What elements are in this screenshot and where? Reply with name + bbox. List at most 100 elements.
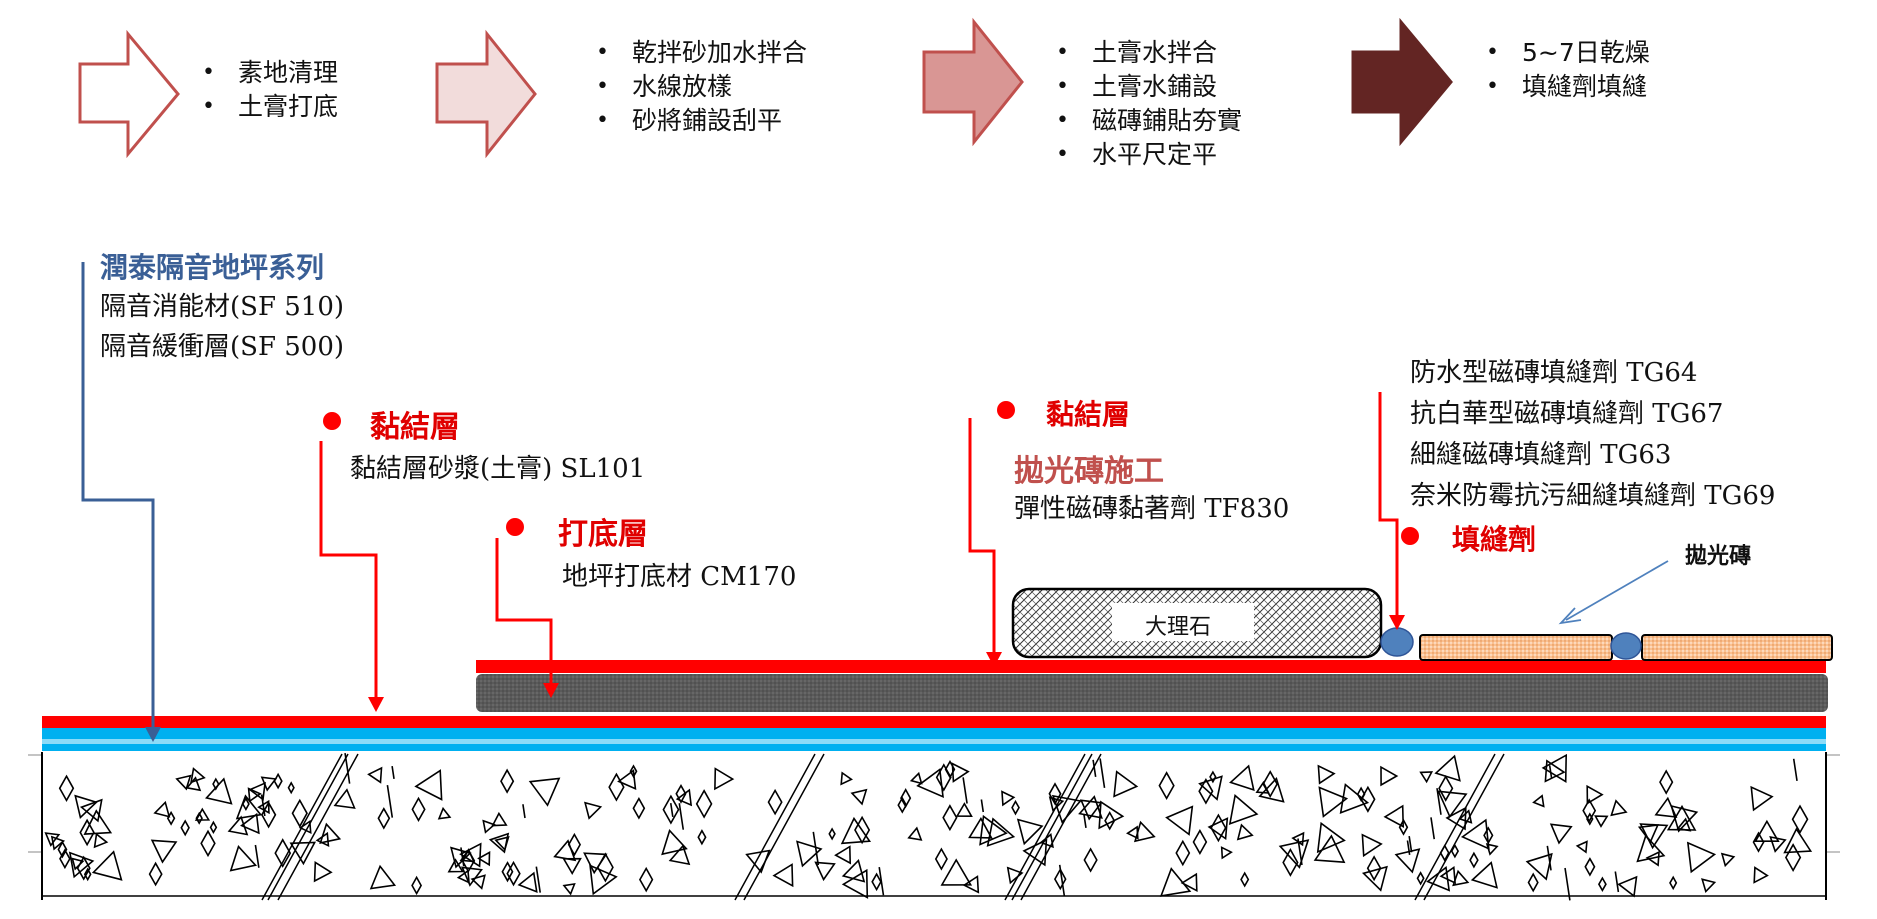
aggregate-stone — [83, 867, 92, 882]
process-step-item: 素地清理 — [196, 56, 338, 90]
aggregate-stone — [1001, 790, 1016, 807]
aggregate-stone — [1180, 872, 1198, 893]
process-step-item: 填縫劑填縫 — [1480, 70, 1650, 104]
primer-product: 地坪打底材 CM170 — [562, 562, 797, 592]
aggregate-stone — [1380, 765, 1399, 787]
aggregate-stone — [1317, 764, 1336, 785]
aggregate-stone — [1437, 790, 1468, 819]
aggregate-stone — [494, 835, 510, 852]
aggregate-stone — [79, 798, 103, 823]
aggregate-stone — [1654, 796, 1678, 818]
aggregate-stone — [456, 869, 470, 884]
process-step-2-list: 乾拌砂加水拌合 水線放樣 砂將鋪設刮平 — [590, 36, 807, 138]
aggregate-stone — [850, 788, 868, 806]
aggregate-stone — [1670, 804, 1699, 833]
aggregate-stone — [1228, 793, 1259, 826]
aggregate-stone — [93, 832, 109, 849]
aggregate-stone — [675, 788, 693, 807]
aggregate-stone — [979, 814, 1008, 846]
aggregate-chip — [1564, 867, 1571, 901]
aggregate-stone — [1383, 804, 1405, 828]
bond-layer-bottom — [42, 716, 1826, 728]
aggregate-chip — [1406, 840, 1411, 856]
aggregate-stone — [1113, 770, 1139, 798]
aggregate-stone — [1527, 872, 1539, 893]
grout-product-3: 細縫磁磚填縫劑 TG63 — [1410, 440, 1672, 470]
aggregate-stone — [477, 851, 491, 867]
aggregate-stone — [240, 812, 260, 835]
aggregate-stone — [459, 842, 482, 868]
aggregate-stone — [909, 771, 923, 785]
aggregate-stone — [313, 860, 333, 883]
aggregate-stone — [562, 857, 582, 876]
aggregate-stone — [1470, 861, 1498, 889]
aggregate-stone — [411, 796, 426, 823]
grout-leader-line — [1378, 392, 1399, 624]
aggregate-stone — [1720, 852, 1736, 868]
aggregate-stone — [1258, 776, 1285, 803]
aggregate-stone — [1586, 784, 1604, 805]
aggregate-stone — [209, 820, 218, 835]
aggregate-stone — [567, 832, 582, 857]
aggregate-stone — [1445, 806, 1467, 831]
process-step-item: 土膏水鋪設 — [1050, 70, 1242, 104]
aggregate-stone — [962, 875, 980, 894]
aggregate-stone — [1541, 753, 1568, 784]
aggregate-stone — [315, 831, 330, 848]
aggregate-stone — [1198, 775, 1223, 801]
aggregate-stone — [1316, 821, 1346, 854]
aggregate-stone — [274, 838, 292, 868]
process-step-item: 乾拌砂加水拌合 — [590, 36, 807, 70]
aggregate-stone — [1016, 818, 1044, 846]
aggregate-chip — [980, 799, 985, 813]
bond-layer-top — [476, 660, 1826, 673]
primer-dot — [506, 518, 524, 536]
aggregate-stone — [1597, 876, 1607, 893]
sound-insulation-mesh — [42, 739, 1826, 744]
bond2-title: 黏結層 — [1046, 398, 1131, 431]
aggregate-stone — [411, 875, 423, 896]
aggregate-stone — [1544, 759, 1566, 783]
aggregate-stone — [662, 794, 680, 825]
aggregate-stone — [1791, 804, 1809, 835]
aggregate-stone — [1394, 848, 1421, 874]
aggregate-chip — [344, 752, 351, 784]
tile-adhesive-product: 彈性磁磚黏著劑 TF830 — [1014, 494, 1290, 524]
aggregate-stone — [298, 819, 312, 835]
aggregate-stone — [1210, 813, 1227, 843]
polished-tile — [1641, 634, 1833, 661]
aggregate-stone — [617, 769, 637, 790]
aggregate-stone — [1438, 774, 1454, 802]
aggregate-stone — [500, 768, 515, 794]
aggregate-stone — [482, 819, 496, 834]
aggregate-stone — [1784, 843, 1802, 873]
aggregate-stone — [150, 839, 178, 864]
aggregate-stone — [58, 774, 75, 803]
aggregate-stone — [1313, 834, 1346, 864]
bond2-dot — [997, 401, 1015, 419]
process-step-item: 土膏打底 — [196, 90, 338, 124]
aggregate-stone — [333, 788, 356, 809]
aggregate-chip — [1099, 758, 1106, 788]
aggregate-stone — [248, 781, 266, 801]
aggregate-stone — [661, 829, 688, 856]
aggregate-stone — [841, 868, 869, 899]
aggregate-stone — [1158, 771, 1175, 801]
aggregate-stone — [1229, 764, 1255, 792]
aggregate-stone — [1236, 823, 1254, 841]
process-step-item: 水平尺定平 — [1050, 138, 1242, 172]
aggregate-stone — [1416, 871, 1425, 886]
grout-dot — [1401, 527, 1419, 545]
process-step-3-list: 土膏水拌合 土膏水鋪設 磁磚鋪貼夯實 水平尺定平 — [1050, 36, 1242, 172]
aggregate-stone — [1209, 770, 1217, 784]
aggregate-stone — [1220, 846, 1233, 860]
aggregate-stone — [1617, 875, 1638, 898]
bond1-title: 黏結層 — [370, 410, 460, 445]
aggregate-chip — [254, 844, 260, 868]
aggregate-stone — [1419, 771, 1434, 784]
aggregate-stone — [814, 861, 836, 882]
aggregate-stone — [76, 855, 91, 881]
aggregate-stone — [229, 845, 258, 872]
aggregate-stone — [907, 826, 923, 841]
aggregate-stone — [632, 796, 646, 820]
